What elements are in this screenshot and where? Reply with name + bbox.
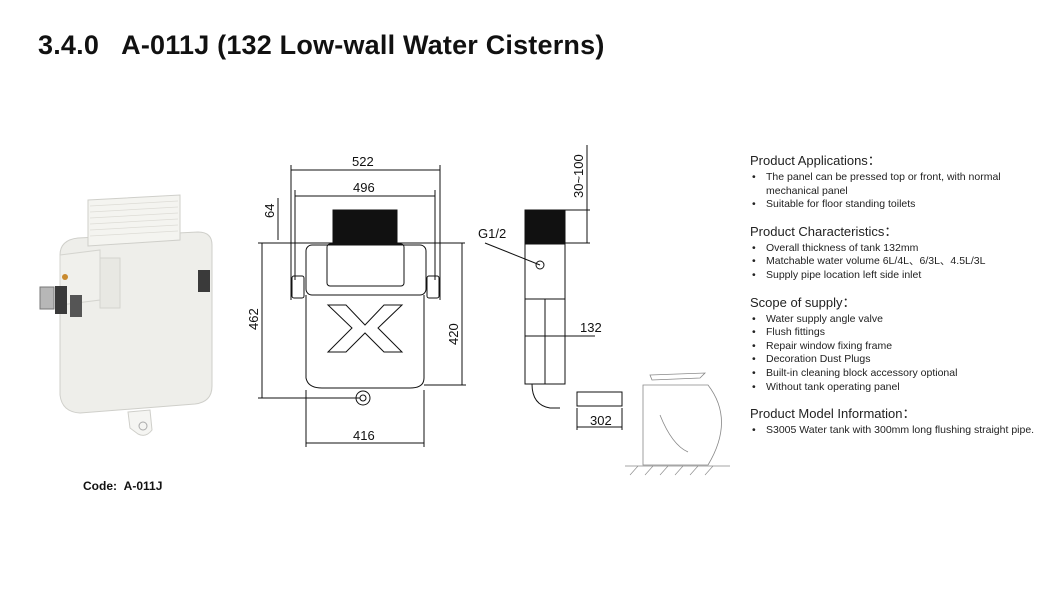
dim-frame-width: 496 (353, 180, 375, 195)
side-view-drawing (484, 145, 623, 430)
list-item: Overall thickness of tank 132mm (750, 242, 1050, 256)
dim-top-offset: 64 (262, 204, 277, 218)
code-label: Code: (83, 479, 117, 493)
section-number: 3.4.0 (38, 30, 100, 60)
section-heading: Product Model Information： (750, 406, 916, 422)
product-info-panel: Product Applications： The panel can be p… (750, 150, 1050, 447)
dim-tank-height: 420 (446, 323, 461, 345)
dim-total-height: 462 (246, 308, 261, 330)
product-title: A-011J (132 Low-wall Water Cisterns) (121, 30, 605, 60)
page-title: 3.4.0 A-011J (132 Low-wall Water Cistern… (38, 30, 605, 61)
dim-pipe-length: 302 (590, 413, 612, 428)
section-heading: Product Applications： (750, 153, 881, 168)
list-item: Repair window fixing frame (750, 340, 1050, 354)
product-code: Code: A-011J (83, 479, 162, 493)
section-heading: Scope of supply： (750, 294, 856, 310)
list-item: Without tank operating panel (750, 381, 1050, 395)
list-item: S3005 Water tank with 300mm long flushin… (750, 424, 1050, 438)
section-applications: Product Applications： The panel can be p… (750, 150, 1050, 212)
toilet-icon (625, 372, 730, 476)
list-item: Supply pipe location left side inlet (750, 269, 1050, 283)
list-item: Water supply angle valve (750, 313, 1050, 327)
dim-thickness: 132 (580, 320, 602, 335)
list-item: Decoration Dust Plugs (750, 353, 1050, 367)
list-item: The panel can be pressed top or front, w… (750, 171, 1050, 198)
list-item: Suitable for floor standing toilets (750, 198, 1050, 212)
list-item: Matchable water volume 6L/4L、6/3L、4.5L/3… (750, 255, 1050, 269)
dim-overall-width: 522 (352, 154, 374, 169)
section-characteristics: Product Characteristics： Overall thickne… (750, 221, 1050, 283)
code-value: A-011J (123, 479, 163, 493)
list-item: Flush fittings (750, 326, 1050, 340)
section-model: Product Model Information： S3005 Water t… (750, 403, 1050, 438)
dim-adjust-range: 30~100 (571, 154, 586, 198)
cistern-render-icon (39, 194, 213, 436)
list-item: Built-in cleaning block accessory option… (750, 367, 1050, 381)
dim-inlet-thread: G1/2 (478, 226, 506, 241)
front-view-drawing (258, 165, 466, 447)
dim-bottom-width: 416 (353, 428, 375, 443)
section-heading: Product Characteristics： (750, 223, 898, 239)
section-scope: Scope of supply： Water supply angle valv… (750, 292, 1050, 395)
